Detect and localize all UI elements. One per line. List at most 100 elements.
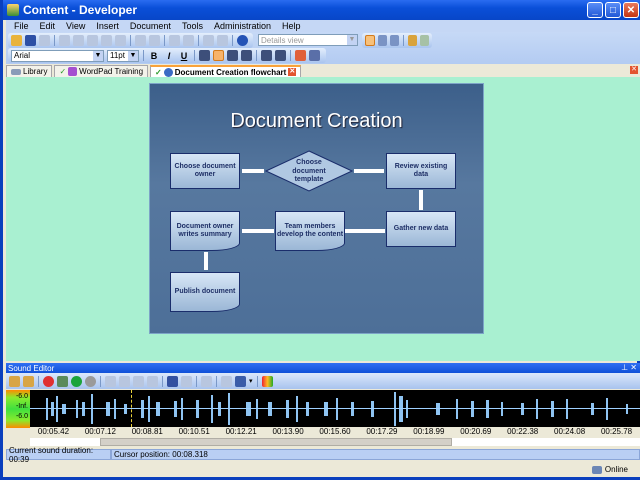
flow-arrow bbox=[345, 229, 385, 233]
font-combo[interactable]: Arial▼ bbox=[11, 49, 104, 62]
layout-vertical-icon[interactable] bbox=[389, 35, 399, 46]
toolbar-area: Details view▼ Arial▼ 11pt▼ B I U bbox=[6, 32, 640, 64]
justify-icon[interactable] bbox=[241, 50, 252, 61]
dropdown-arrow-icon[interactable]: ▾ bbox=[249, 378, 253, 385]
cut-icon[interactable] bbox=[59, 35, 70, 46]
view-mode-combo[interactable]: Details view▼ bbox=[258, 34, 358, 46]
meter-mid-label: -Inf. bbox=[15, 403, 28, 410]
copy-icon[interactable] bbox=[119, 375, 130, 387]
effects-icon[interactable] bbox=[235, 375, 246, 387]
time-tick: 00:15.60 bbox=[319, 427, 351, 436]
publish-icon[interactable] bbox=[407, 35, 417, 46]
sound-editor-title-bar: Sound Editor ⊥ ✕ bbox=[6, 363, 640, 373]
bullets-icon[interactable] bbox=[261, 50, 272, 61]
delete-icon[interactable] bbox=[101, 35, 112, 46]
tab-wordpad-training[interactable]: ✓WordPad Training bbox=[54, 65, 149, 77]
timeline-scrollbar[interactable] bbox=[30, 438, 640, 446]
print-icon[interactable] bbox=[39, 35, 50, 46]
app-icon bbox=[7, 4, 19, 16]
menu-file[interactable]: File bbox=[14, 21, 29, 31]
slide: Document Creation Choose document owner … bbox=[150, 84, 483, 333]
node-review-data: Review existing data bbox=[386, 153, 456, 189]
align-left-icon[interactable] bbox=[199, 50, 210, 61]
menu-edit[interactable]: Edit bbox=[39, 21, 56, 31]
sound-editor-panel: Sound Editor ⊥ ✕ ▾ bbox=[6, 363, 640, 463]
layout-horizontal-icon[interactable] bbox=[377, 35, 387, 46]
open-icon[interactable] bbox=[11, 35, 22, 46]
size-combo[interactable]: 11pt▼ bbox=[107, 49, 139, 62]
outdent-icon[interactable] bbox=[183, 35, 194, 46]
italic-button[interactable]: I bbox=[167, 50, 171, 61]
crop-icon[interactable] bbox=[201, 375, 212, 387]
minimize-button[interactable]: _ bbox=[587, 2, 603, 18]
find-icon[interactable] bbox=[203, 35, 214, 46]
undo-icon[interactable] bbox=[135, 35, 146, 46]
record-settings-icon[interactable] bbox=[57, 375, 68, 387]
maximize-button[interactable]: □ bbox=[605, 2, 621, 18]
redo-icon[interactable] bbox=[149, 35, 160, 46]
play-icon[interactable] bbox=[71, 375, 82, 387]
close-panel-icon[interactable]: ✕ bbox=[630, 363, 637, 372]
time-tick: 00:22.38 bbox=[507, 427, 539, 436]
delete-icon[interactable] bbox=[147, 375, 158, 387]
new-sound-icon[interactable] bbox=[9, 375, 20, 387]
menu-document[interactable]: Document bbox=[129, 21, 171, 31]
menu-help[interactable]: Help bbox=[281, 21, 301, 31]
network-icon bbox=[591, 465, 602, 474]
refresh-icon[interactable] bbox=[419, 35, 430, 46]
time-tick: 00:24.08 bbox=[554, 427, 586, 436]
align-center-icon[interactable] bbox=[213, 50, 224, 61]
scrollbar-thumb[interactable] bbox=[100, 438, 452, 446]
tab-library[interactable]: Library bbox=[6, 65, 53, 77]
paste-icon[interactable] bbox=[87, 35, 98, 46]
fit-icon[interactable] bbox=[167, 375, 178, 387]
course-icon bbox=[68, 67, 78, 76]
time-tick: 00:07.12 bbox=[84, 427, 116, 436]
indent-icon[interactable] bbox=[169, 35, 180, 46]
underline-button[interactable]: U bbox=[180, 50, 188, 61]
flow-arrow bbox=[354, 169, 384, 173]
spectrum-icon[interactable] bbox=[261, 375, 273, 387]
cursor-position: Cursor position: 00:08.318 bbox=[111, 449, 640, 460]
menu-view[interactable]: View bbox=[66, 21, 86, 31]
playback-cursor[interactable] bbox=[131, 390, 132, 427]
window-title: Content - Developer bbox=[23, 3, 138, 17]
meter-top-label: -6.0 bbox=[15, 393, 28, 400]
sound-toolbar: ▾ bbox=[6, 373, 640, 389]
title-bar: Content - Developer _ □ ✕ bbox=[3, 0, 640, 20]
cut-icon[interactable] bbox=[105, 375, 116, 387]
close-button[interactable]: ✕ bbox=[623, 2, 639, 18]
copy-icon[interactable] bbox=[73, 35, 84, 46]
font-color-icon[interactable] bbox=[295, 50, 306, 61]
sound-editor-title: Sound Editor bbox=[8, 363, 55, 373]
time-tick: 00:08.81 bbox=[131, 427, 163, 436]
tab-document-creation-flowchart[interactable]: ✓Document Creation flowchart✕ bbox=[150, 65, 302, 77]
time-tick: 00:13.90 bbox=[272, 427, 304, 436]
app-status-bar: Online bbox=[6, 462, 640, 477]
menu-administration[interactable]: Administration bbox=[213, 21, 271, 31]
record-icon[interactable] bbox=[43, 375, 54, 387]
properties-icon[interactable] bbox=[115, 35, 126, 46]
menu-tools[interactable]: Tools bbox=[181, 21, 203, 31]
numbering-icon[interactable] bbox=[275, 50, 286, 61]
import-sound-icon[interactable] bbox=[23, 375, 34, 387]
fill-color-icon[interactable] bbox=[309, 50, 320, 61]
waveform-baseline bbox=[30, 408, 640, 409]
align-right-icon[interactable] bbox=[227, 50, 238, 61]
pin-icon[interactable]: ⊥ bbox=[621, 363, 629, 372]
close-all-tabs-icon[interactable]: ✕ bbox=[630, 66, 638, 74]
stop-icon[interactable] bbox=[85, 375, 96, 387]
time-tick: 00:10.51 bbox=[178, 427, 210, 436]
spellcheck-icon[interactable] bbox=[217, 35, 228, 46]
tab-label: WordPad Training bbox=[79, 67, 144, 76]
paste-icon[interactable] bbox=[133, 375, 144, 387]
help-icon[interactable] bbox=[237, 35, 248, 46]
layout-details-icon[interactable] bbox=[365, 35, 375, 46]
zoom-icon[interactable] bbox=[221, 375, 232, 387]
save-icon[interactable] bbox=[25, 35, 36, 46]
bold-button[interactable]: B bbox=[150, 50, 158, 61]
split-icon[interactable] bbox=[181, 375, 192, 387]
close-tab-icon[interactable]: ✕ bbox=[288, 68, 297, 76]
standard-toolbar bbox=[8, 33, 253, 48]
menu-insert[interactable]: Insert bbox=[96, 21, 119, 31]
